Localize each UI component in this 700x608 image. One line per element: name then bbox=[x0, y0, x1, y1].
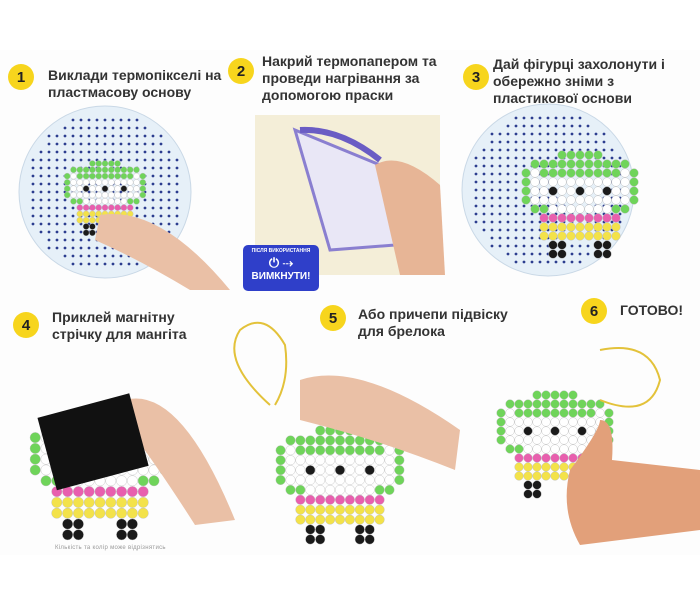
step-1-badge: 1 bbox=[8, 64, 34, 90]
sign-top-text: ПІСЛЯ ВИКОРИСТАННЯ bbox=[251, 248, 311, 254]
step-3-text: Дай фігурці захолонути і обережно зніми … bbox=[493, 56, 665, 106]
bead-figure-step3 bbox=[521, 150, 639, 259]
hand-step5 bbox=[300, 375, 460, 470]
step-3-badge: 3 bbox=[463, 64, 489, 90]
thumbs-up-hand bbox=[566, 420, 700, 545]
step-6-badge: 6 bbox=[581, 298, 607, 324]
step-5-badge: 5 bbox=[320, 305, 346, 331]
switch-off-sign: ПІСЛЯ ВИКОРИСТАННЯ ⏻ ⇢ ВИМКНУТИ! bbox=[243, 245, 319, 291]
hand-step1 bbox=[95, 213, 230, 290]
hand-step4 bbox=[125, 398, 235, 525]
keychain-cord-6 bbox=[599, 347, 662, 408]
iron-photo bbox=[255, 115, 445, 275]
step-4-text: Приклей магнітну стрічку для мангіта bbox=[52, 309, 187, 342]
unplug-icon: ⏻ ⇢ bbox=[268, 255, 294, 270]
step-2-text: Накрий термопапером та проведи нагріванн… bbox=[262, 53, 437, 103]
step-2-badge: 2 bbox=[228, 58, 254, 84]
step-6-text: ГОТОВО! bbox=[620, 302, 684, 318]
footnote: Кількість та колір може відрізнятись bbox=[55, 545, 166, 551]
step-4-badge: 4 bbox=[13, 312, 39, 338]
keychain-cord-5 bbox=[233, 321, 288, 406]
magnetic-strip bbox=[37, 393, 149, 491]
sign-bottom-text: ВИМКНУТИ! bbox=[251, 271, 311, 282]
step-5-text: Або причепи підвіску для брелока bbox=[358, 306, 508, 339]
step-1-text: Виклади термопікселі на пластмасову осно… bbox=[48, 67, 222, 100]
